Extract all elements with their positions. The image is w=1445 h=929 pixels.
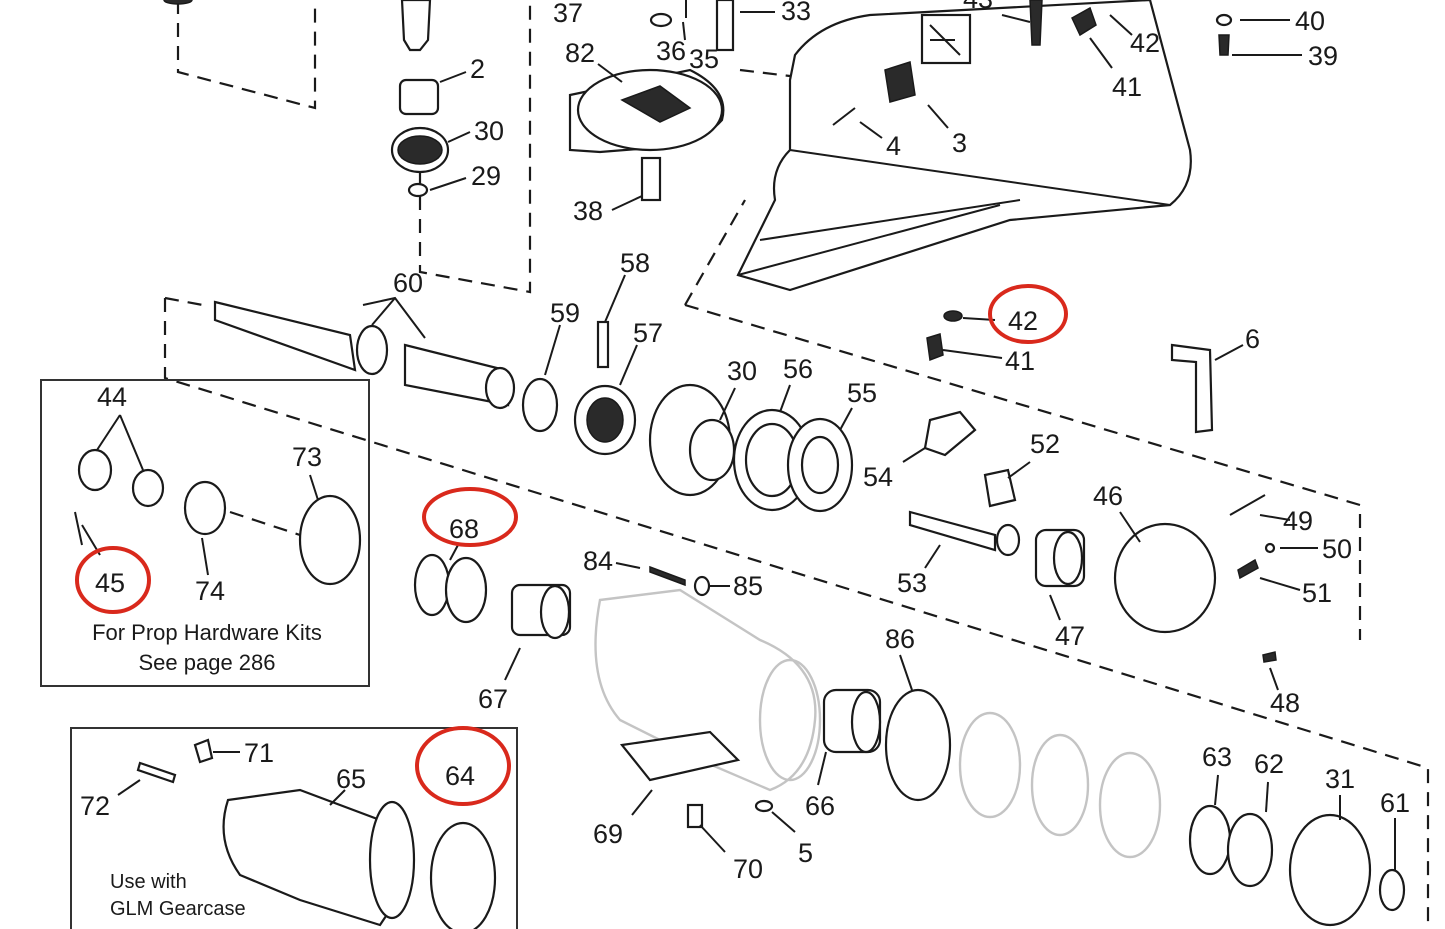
label-61: 61 — [1380, 788, 1410, 818]
label-59: 59 — [550, 298, 580, 328]
label-68: 68 — [449, 514, 479, 544]
glm-box-line2: GLM Gearcase — [110, 898, 246, 920]
label-65: 65 — [336, 764, 366, 794]
label-4: 4 — [886, 131, 901, 161]
label-3: 3 — [952, 128, 967, 158]
label-57: 57 — [633, 318, 663, 348]
label-58: 58 — [620, 248, 650, 278]
label-62: 62 — [1254, 749, 1284, 779]
assembly-dashed-outlines — [163, 0, 1430, 929]
label-63: 63 — [1202, 742, 1232, 772]
label-67: 67 — [478, 684, 508, 714]
upper-shaft-parts — [163, 0, 450, 198]
label-38: 38 — [573, 196, 603, 226]
label-53: 53 — [897, 568, 927, 598]
label-30-upper: 30 — [474, 116, 504, 146]
label-44: 44 — [97, 382, 127, 412]
label-29: 29 — [471, 161, 501, 191]
highlight-42 — [988, 284, 1068, 344]
top-right-hardware — [1029, 0, 1233, 56]
label-54: 54 — [863, 462, 893, 492]
glm-box-line1: Use with — [110, 871, 187, 893]
label-42-circled: 42 — [1008, 306, 1038, 336]
label-72: 72 — [80, 791, 110, 821]
label-69: 69 — [593, 819, 623, 849]
label-31: 31 — [1325, 764, 1355, 794]
label-49: 49 — [1283, 506, 1313, 536]
label-42-top: 42 — [1130, 28, 1160, 58]
glm-gearcase-box — [70, 727, 518, 929]
label-39: 39 — [1308, 41, 1338, 71]
label-52: 52 — [1030, 429, 1060, 459]
lower-middle-parts — [594, 565, 1406, 927]
label-60: 60 — [393, 268, 423, 298]
label-86: 86 — [885, 624, 915, 654]
label-41-top: 41 — [1112, 72, 1142, 102]
prop-hardware-parts — [74, 448, 362, 586]
leader-lines — [81, 11, 1396, 870]
label-51: 51 — [1302, 578, 1332, 608]
label-43: 43 — [963, 0, 993, 14]
label-84: 84 — [583, 546, 613, 576]
label-45: 45 — [95, 568, 125, 598]
label-64: 64 — [445, 761, 475, 791]
highlight-68 — [422, 487, 518, 547]
middle-row-parts — [521, 320, 854, 513]
gear-housing — [736, 0, 1192, 292]
label-36: 36 — [656, 36, 686, 66]
label-70: 70 — [733, 854, 763, 884]
prop-hardware-box — [40, 379, 370, 687]
highlight-64 — [415, 726, 511, 806]
label-56: 56 — [783, 354, 813, 384]
label-41-lower: 41 — [1005, 346, 1035, 376]
label-71: 71 — [244, 738, 274, 768]
label-85: 85 — [733, 571, 763, 601]
part-labels: 2 30 29 37 82 38 36 35 33 43 4 3 42 41 4… — [80, 0, 1410, 884]
label-74: 74 — [195, 576, 225, 606]
label-35: 35 — [689, 44, 719, 74]
label-66: 66 — [805, 791, 835, 821]
label-47: 47 — [1055, 621, 1085, 651]
label-37: 37 — [553, 0, 583, 28]
label-5: 5 — [798, 838, 813, 868]
prop-box-line2: See page 286 — [138, 650, 275, 675]
label-82: 82 — [565, 38, 595, 68]
top-middle-parts — [568, 0, 735, 202]
label-2: 2 — [470, 54, 485, 84]
shift-assembly — [908, 310, 1277, 663]
label-6: 6 — [1245, 324, 1260, 354]
label-50: 50 — [1322, 534, 1352, 564]
label-73: 73 — [292, 442, 322, 472]
parts-68-67 — [413, 553, 572, 640]
highlight-45 — [75, 546, 151, 614]
label-30-middle: 30 — [727, 356, 757, 386]
label-33: 33 — [781, 0, 811, 26]
label-46: 46 — [1093, 481, 1123, 511]
label-55: 55 — [847, 378, 877, 408]
prop-box-line1: For Prop Hardware Kits — [92, 620, 322, 645]
label-48: 48 — [1270, 688, 1300, 718]
prop-shaft — [213, 300, 516, 410]
label-40: 40 — [1295, 6, 1325, 36]
highlight-circles — [75, 284, 1068, 806]
glm-parts — [136, 738, 497, 929]
